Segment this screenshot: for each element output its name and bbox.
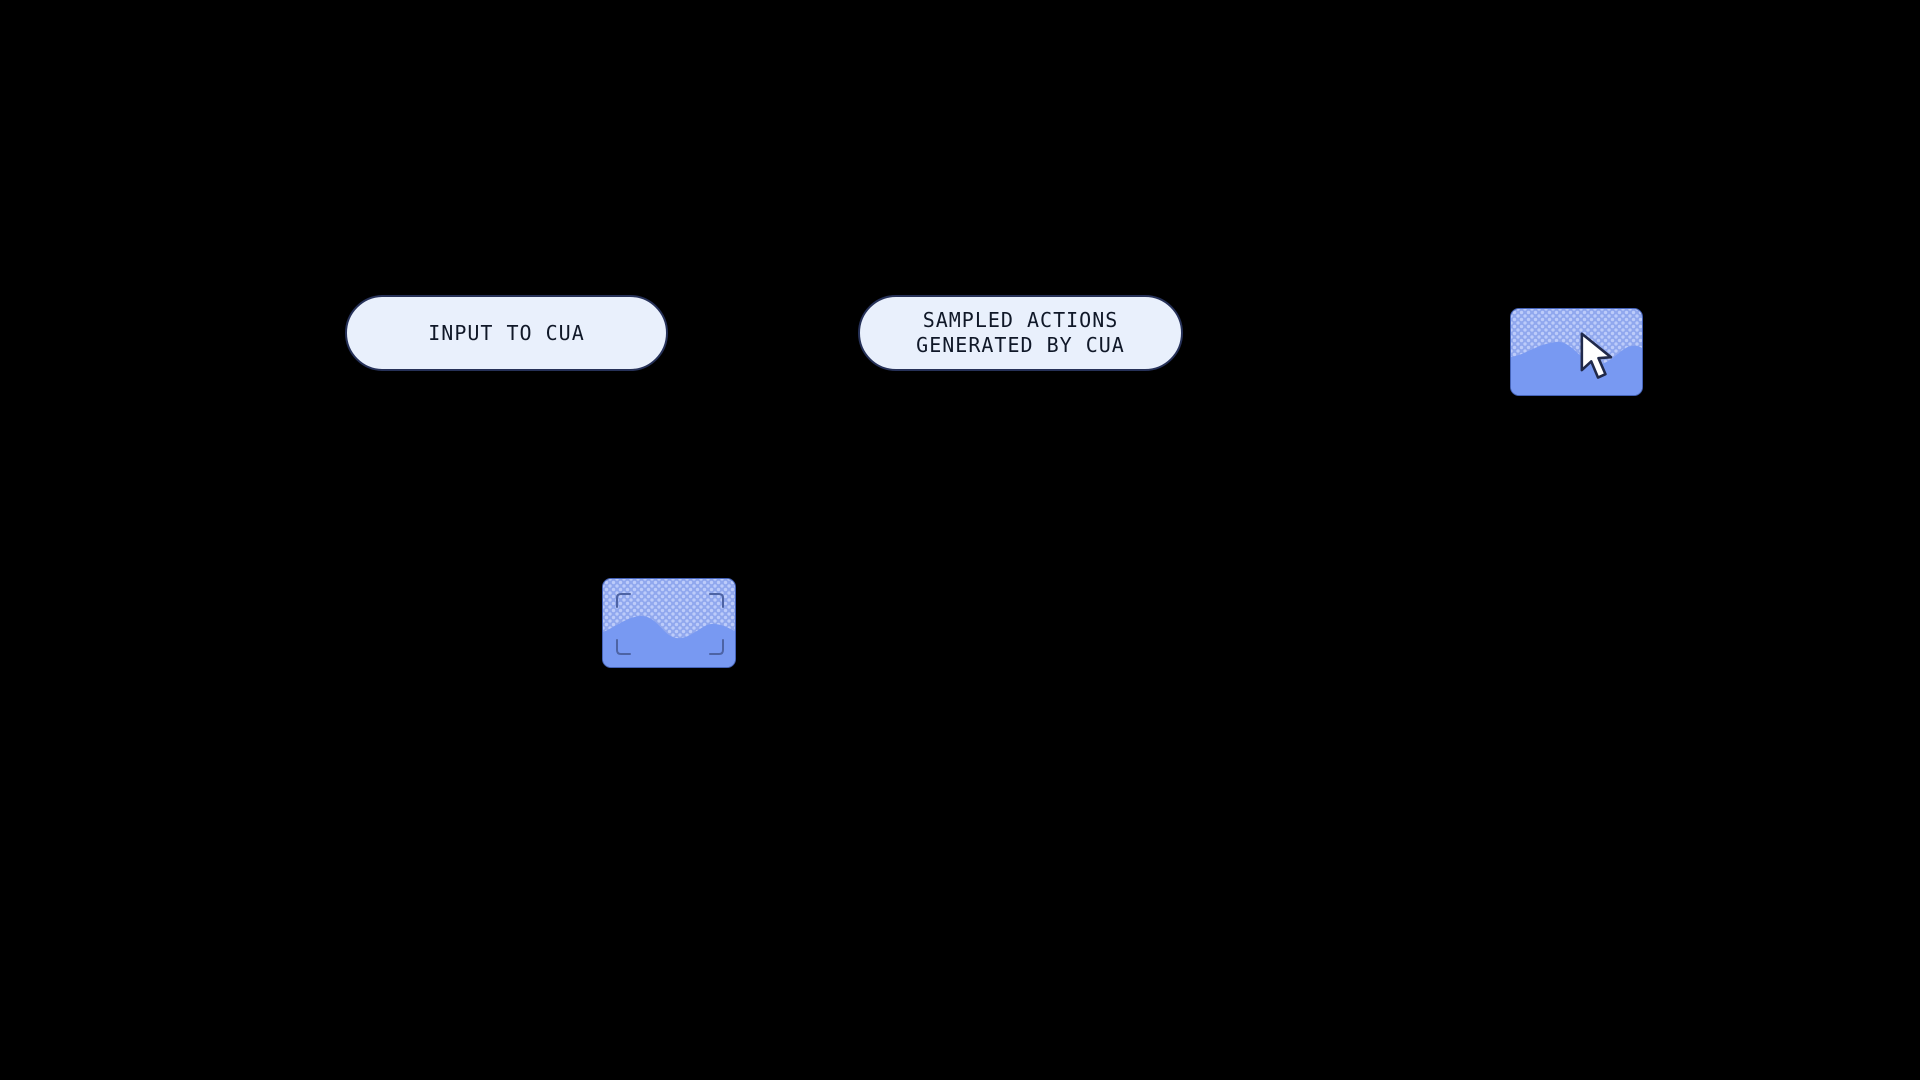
viewfinder-brackets-icon <box>616 593 724 655</box>
sampled-actions-label-line2: GENERATED BY CUA <box>916 333 1125 357</box>
wave-graphic <box>1511 341 1642 395</box>
mouse-pointer-icon <box>1577 331 1619 385</box>
screenshot-thumbnail-cursor-icon <box>1510 308 1643 396</box>
screenshot-thumbnail-viewfinder-icon <box>602 578 736 668</box>
sampled-actions-pill: SAMPLED ACTIONS GENERATED BY CUA <box>858 295 1183 371</box>
sampled-actions-label-line1: SAMPLED ACTIONS <box>922 308 1119 332</box>
input-to-cua-pill: INPUT TO CUA <box>345 295 668 371</box>
wave-graphic <box>603 615 735 667</box>
input-to-cua-label: INPUT TO CUA <box>428 320 585 345</box>
